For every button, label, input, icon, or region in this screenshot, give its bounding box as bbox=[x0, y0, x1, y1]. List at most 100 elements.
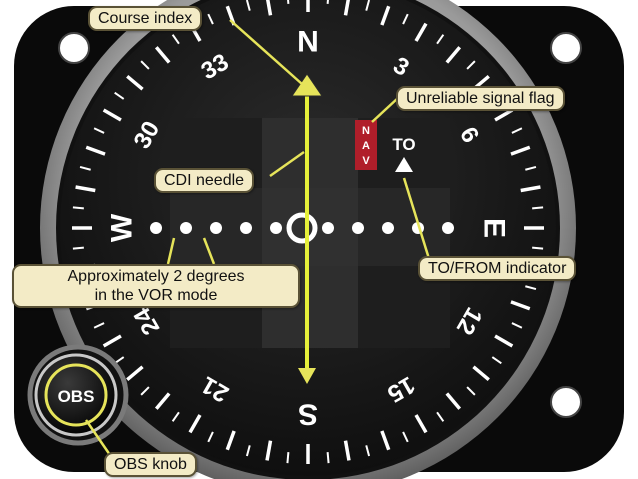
compass-tick bbox=[414, 414, 428, 434]
callout-approx-degrees: Approximately 2 degrees in the VOR mode bbox=[12, 264, 300, 308]
deviation-dot bbox=[180, 222, 192, 234]
compass-tick bbox=[93, 127, 105, 134]
compass-tick bbox=[445, 392, 462, 410]
compass-tick bbox=[266, 0, 273, 16]
compass-tick bbox=[72, 246, 84, 250]
compass-tick bbox=[126, 365, 144, 382]
leader-approx-1 bbox=[166, 237, 176, 265]
compass-tick bbox=[140, 386, 150, 396]
course-index-marker bbox=[291, 73, 323, 97]
compass-tick bbox=[520, 185, 541, 193]
leader-cdi-needle bbox=[269, 150, 305, 178]
leader-obs-knob bbox=[84, 419, 112, 456]
compass-tick bbox=[494, 334, 514, 348]
compass-tick bbox=[72, 206, 84, 210]
compass-tick bbox=[511, 322, 523, 329]
deviation-dot bbox=[270, 222, 282, 234]
compass-tick bbox=[510, 300, 531, 311]
callout-to-from: TO/FROM indicator bbox=[418, 256, 577, 281]
compass-tick bbox=[286, 452, 290, 464]
callout-approx-line-1: Approximately 2 degrees bbox=[67, 268, 245, 285]
compass-tick bbox=[380, 5, 391, 26]
deviation-dot bbox=[442, 222, 454, 234]
compass-tick bbox=[326, 0, 329, 4]
compass-tick bbox=[102, 334, 122, 348]
compass-label: N bbox=[297, 26, 319, 59]
nav-flag bbox=[355, 120, 377, 170]
compass-tick bbox=[436, 34, 445, 45]
leader-unreliable-flag bbox=[371, 97, 399, 123]
compass-tick bbox=[326, 452, 330, 464]
deviation-dot bbox=[240, 222, 252, 234]
callout-approx-line-2: in the VOR mode bbox=[94, 287, 218, 304]
to-from-arrow bbox=[395, 157, 413, 172]
mounting-hole-top-right bbox=[550, 32, 582, 64]
deviation-dot bbox=[382, 222, 394, 234]
compass-tick bbox=[525, 165, 537, 171]
callout-course-index: Course index bbox=[88, 6, 203, 31]
mounting-hole-bottom-right bbox=[550, 386, 582, 418]
deviation-dot bbox=[352, 222, 364, 234]
compass-tick bbox=[207, 431, 214, 443]
compass-tick bbox=[154, 392, 171, 410]
compass-tick bbox=[494, 108, 514, 122]
compass-tick bbox=[491, 356, 502, 365]
compass-tick bbox=[207, 13, 214, 25]
callout-obs-knob: OBS knob bbox=[104, 452, 197, 477]
callout-cdi-needle: CDI needle bbox=[154, 168, 255, 193]
compass-tick bbox=[365, 0, 371, 11]
compass-tick bbox=[532, 206, 544, 210]
compass-tick bbox=[365, 445, 371, 457]
compass-tick bbox=[511, 127, 523, 134]
compass-label: E bbox=[478, 218, 511, 238]
compass-tick bbox=[532, 246, 544, 250]
deviation-dot bbox=[210, 222, 222, 234]
compass-tick bbox=[126, 74, 144, 91]
compass-tick bbox=[85, 145, 106, 156]
compass-label: S bbox=[298, 398, 318, 431]
nav-flag-letter-3: V bbox=[362, 155, 370, 167]
center-reference-circle bbox=[286, 212, 318, 244]
mounting-hole-top-left bbox=[58, 32, 90, 64]
compass-tick bbox=[472, 365, 490, 382]
reciprocal-index-marker bbox=[298, 368, 316, 384]
leader-course-index bbox=[229, 19, 303, 85]
callout-unreliable-flag: Unreliable signal flag bbox=[396, 86, 565, 111]
obs-knob-label: OBS bbox=[58, 387, 95, 406]
compass-tick bbox=[171, 34, 180, 45]
compass-tick bbox=[171, 411, 180, 422]
compass-tick bbox=[466, 60, 476, 70]
compass-tick bbox=[414, 22, 428, 42]
compass-tick bbox=[265, 440, 273, 461]
deviation-dot-scale bbox=[150, 222, 454, 234]
compass-tick bbox=[287, 0, 290, 4]
compass-tick bbox=[114, 91, 125, 100]
compass-tick bbox=[245, 445, 251, 457]
obs-knob[interactable] bbox=[34, 353, 118, 437]
nav-flag-letter-2: A bbox=[362, 140, 370, 152]
deviation-dot bbox=[150, 222, 162, 234]
compass-tick bbox=[343, 0, 350, 16]
compass-tick bbox=[140, 60, 150, 70]
leader-approx-2 bbox=[202, 237, 216, 265]
compass-tick bbox=[445, 46, 462, 64]
leader-to-from bbox=[402, 177, 432, 263]
compass-tick bbox=[402, 431, 409, 443]
nav-flag-letter-1: N bbox=[362, 125, 370, 137]
compass-tick bbox=[102, 108, 122, 122]
deviation-dot bbox=[322, 222, 334, 234]
compass-tick bbox=[510, 145, 531, 156]
compass-tick bbox=[402, 13, 409, 25]
compass-tick bbox=[75, 185, 96, 193]
leader-lines bbox=[84, 19, 432, 456]
compass-tick bbox=[154, 46, 171, 64]
compass-tick bbox=[225, 430, 236, 451]
compass-label: W bbox=[106, 213, 139, 242]
compass-tick bbox=[245, 0, 251, 11]
compass-tick bbox=[436, 411, 445, 422]
compass-tick bbox=[79, 165, 91, 171]
to-from-text: TO bbox=[392, 135, 415, 154]
compass-tick bbox=[343, 440, 351, 461]
